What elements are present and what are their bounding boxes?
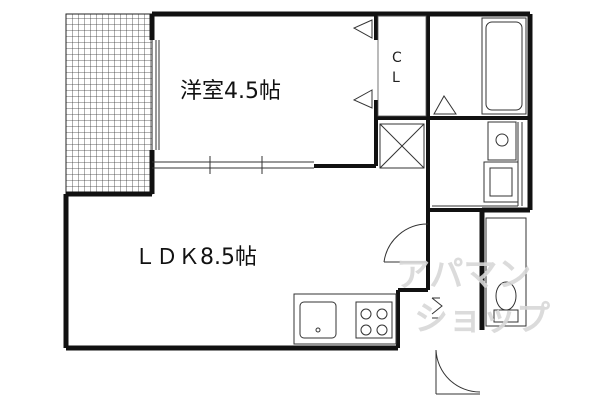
closet-label-l: L [392,70,400,86]
washroom [432,121,523,207]
ldk-label: ＬＤＫ8.5帖 [134,245,257,270]
closet-door-markers [352,19,373,109]
closet [377,15,427,117]
balcony [65,13,153,195]
closet-label-c: C [392,50,402,66]
pipe-shaft [379,123,425,169]
watermark: アパマン ショップ [396,255,550,339]
windows [152,40,314,174]
western-room-label: 洋室4.5帖 [180,79,281,104]
kitchen-counter [293,293,397,345]
watermark-line2: ショップ [414,299,550,339]
interior-walls [314,14,530,348]
watermark-line1: アパマン [396,255,531,295]
bathtub [433,17,527,115]
toilet [485,217,527,327]
doors [383,223,481,395]
